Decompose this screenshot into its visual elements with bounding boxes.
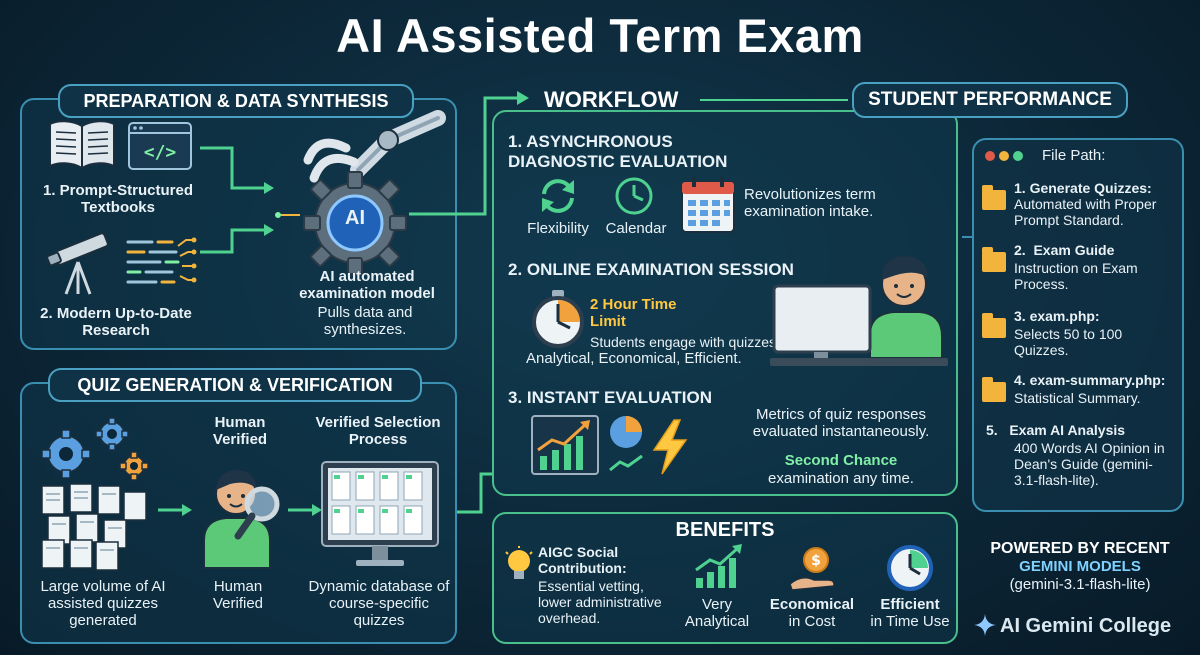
quiz-to-benefits-connector xyxy=(457,472,493,514)
money-hand-icon: $ xyxy=(789,547,835,591)
student-at-computer-icon xyxy=(770,256,948,366)
svg-text:</>: </> xyxy=(144,142,177,163)
lightning-icon xyxy=(652,419,688,475)
telescope-icon xyxy=(46,232,109,295)
workflow-top-connector xyxy=(700,99,848,101)
step2-desc: Students engage with quizzes. xyxy=(590,334,780,350)
benefit-aigc-desc: Essential vetting, lower administrative … xyxy=(538,578,662,626)
ai-model-title: AI automated examination model xyxy=(299,268,435,302)
svg-text:$: $ xyxy=(811,553,821,569)
file-item[interactable]: 2. Exam Guide Instruction on Exam Proces… xyxy=(978,242,1178,302)
gears-icon xyxy=(41,417,149,481)
preparation-heading: PREPARATION & DATA SYNTHESIS xyxy=(58,84,414,118)
ai-to-workflow-connector xyxy=(409,91,529,216)
file-item-desc: 400 Words AI Opinion in Dean's Guide (ge… xyxy=(1014,440,1165,488)
data-stream-icon xyxy=(126,237,197,284)
file-item[interactable]: 3. exam.php: Selects 50 to 100 Quizzes. xyxy=(978,308,1178,364)
benefit-efficient: Efficient xyxy=(880,596,940,613)
step2-tags: Analytical, Economical, Efficient. xyxy=(526,350,742,367)
refresh-icon xyxy=(542,179,574,213)
arrow-right-icon xyxy=(158,504,192,516)
reviewer-person-icon xyxy=(203,470,280,569)
robot-arm-icon xyxy=(303,110,446,183)
quiz-caption-database: Dynamic database of course-specific quiz… xyxy=(308,578,450,629)
lightbulb-icon xyxy=(505,546,533,579)
benefit-economical-sub: in Cost xyxy=(788,613,836,630)
file-item-title: 3. exam.php: xyxy=(1014,308,1100,324)
bar-chart-trend-icon xyxy=(531,415,599,475)
file-path-label: File Path: xyxy=(1042,147,1106,164)
step2-time-limit: 2 Hour Time Limit xyxy=(590,296,677,330)
quiz-heading: QUIZ GENERATION & VERIFICATION xyxy=(48,368,422,402)
line-graph-icon xyxy=(609,454,643,472)
benefit-efficient-sub: in Time Use xyxy=(870,613,950,630)
file-item[interactable]: 1. Generate Quizzes: Automated with Prop… xyxy=(978,180,1178,240)
quiz-caption-human-verified: Human Verified xyxy=(212,578,264,612)
quiz-verified-selection-label: Verified Selection Process xyxy=(315,414,441,448)
window-controls xyxy=(985,151,1023,161)
benefit-economical: Economical xyxy=(769,596,855,613)
step1-desc: Revolutionizes term examination intake. xyxy=(744,186,876,220)
folder-icon xyxy=(982,185,1006,210)
ai-gear-icon xyxy=(303,171,407,275)
step3-title: 3. INSTANT EVALUATION xyxy=(508,388,712,407)
folder-icon xyxy=(982,247,1006,272)
file-item-title: 1. Generate Quizzes: xyxy=(1014,180,1152,196)
file-item-desc: Statistical Summary. xyxy=(1014,390,1141,406)
step1-flexibility: Flexibility xyxy=(527,220,589,237)
student-performance-heading: STUDENT PERFORMANCE xyxy=(852,82,1128,118)
file-item-title: 5. Exam AI Analysis xyxy=(986,422,1126,438)
growth-chart-icon xyxy=(695,544,742,588)
pie-chart-icon xyxy=(610,416,642,448)
ai-badge-label: AI xyxy=(345,207,365,229)
clock-icon xyxy=(615,177,653,215)
powered-by-line3: (gemini-3.1-flash-lite) xyxy=(1009,576,1151,593)
prep-item-textbooks: 1. Prompt-Structured Textbooks xyxy=(42,182,193,216)
calendar-icon xyxy=(681,177,735,233)
benefit-analytical: Very Analytical xyxy=(684,596,750,630)
file-item-title: 4. exam-summary.php: xyxy=(1014,372,1166,388)
file-tree-line xyxy=(962,236,974,238)
file-item-desc: Selects 50 to 100 Quizzes. xyxy=(1014,326,1123,358)
file-item-desc: Instruction on Exam Process. xyxy=(1014,260,1138,292)
code-window-icon: </> xyxy=(128,122,192,170)
step3-second-chance: Second Chance xyxy=(784,452,898,469)
file-item-title: 2. Exam Guide xyxy=(1014,242,1115,258)
benefit-aigc-title: AIGC Social Contribution: xyxy=(538,544,627,576)
prep-item-research: 2. Modern Up-to-Date Research xyxy=(40,305,192,339)
step2-title: 2. ONLINE EXAMINATION SESSION xyxy=(508,260,794,279)
quiz-human-verified-label: Human Verified xyxy=(212,414,268,448)
powered-by-line1: POWERED BY RECENT xyxy=(990,540,1170,557)
file-item[interactable]: 4. exam-summary.php: Statistical Summary… xyxy=(978,372,1178,412)
folder-icon xyxy=(982,313,1006,338)
step1-calendar: Calendar xyxy=(605,220,667,237)
workflow-heading: WORKFLOW xyxy=(544,87,679,112)
book-icon xyxy=(49,120,115,170)
connector-dot xyxy=(275,212,300,218)
powered-by-line2: GEMINI MODELS xyxy=(1019,558,1141,575)
brand-name: AI Gemini College xyxy=(1000,615,1172,637)
quiz-caption-generated: Large volume of AI assisted quizzes gene… xyxy=(40,578,166,629)
benefits-heading: BENEFITS xyxy=(675,519,775,541)
gemini-sparkle-icon xyxy=(974,614,996,636)
folder-icon xyxy=(982,377,1006,402)
step3-desc: Metrics of quiz responses evaluated inst… xyxy=(752,406,930,440)
step1-title: 1. ASYNCHRONOUS DIAGNOSTIC EVALUATION xyxy=(508,132,728,171)
ai-model-desc: Pulls data and synthesizes. xyxy=(317,304,413,338)
documents-icon xyxy=(41,483,147,571)
stopwatch-icon xyxy=(532,290,584,348)
stopwatch-blue-icon xyxy=(887,545,933,591)
file-item-desc: Automated with Proper Prompt Standard. xyxy=(1014,196,1157,228)
page-title: AI Assisted Term Exam xyxy=(336,9,864,62)
arrow-right-icon-2 xyxy=(288,504,322,516)
monitor-grid-icon xyxy=(321,461,439,566)
file-item[interactable]: 5. Exam AI Analysis 400 Words AI Opinion… xyxy=(978,422,1178,496)
file-path-panel xyxy=(972,138,1184,512)
flow-arrows xyxy=(200,146,274,254)
step3-second-chance-desc: examination any time. xyxy=(768,470,914,487)
